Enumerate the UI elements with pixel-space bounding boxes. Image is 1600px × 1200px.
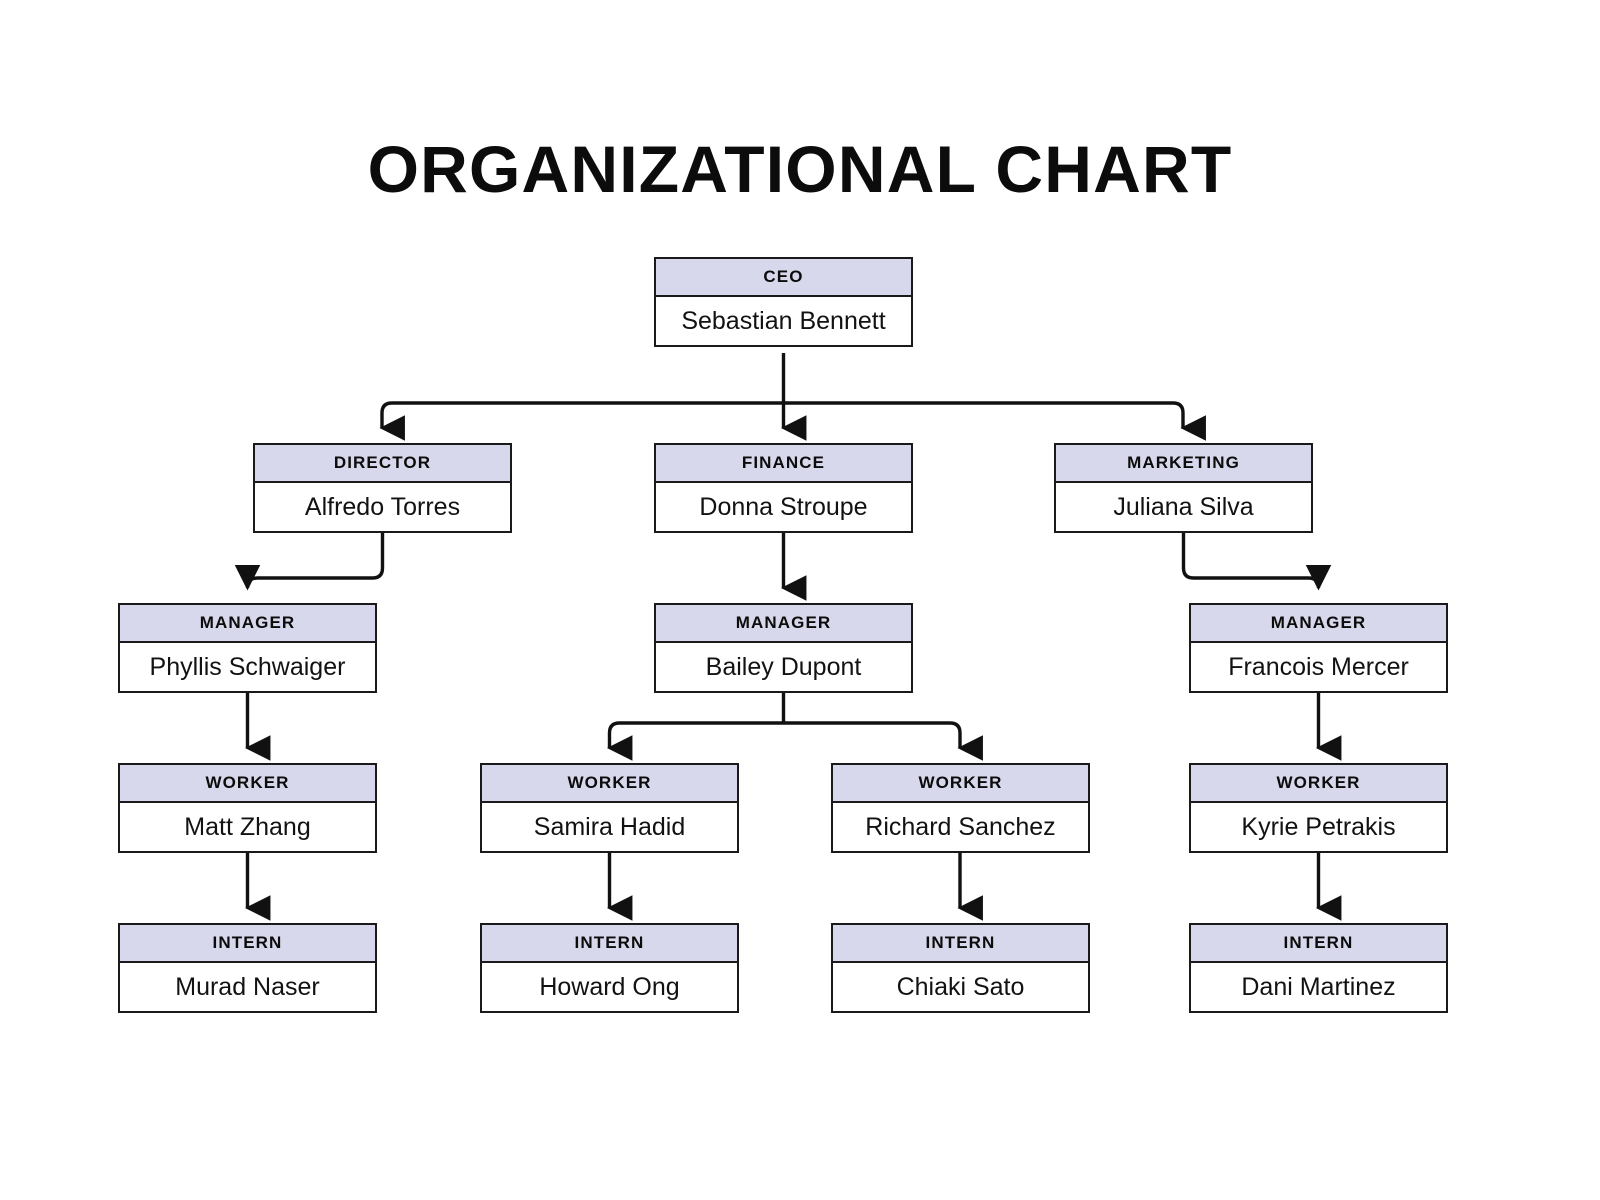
- edge-manager-center-to-worker-3: [783, 721, 983, 761]
- node-intern-2[interactable]: INTERN Howard Ong: [480, 923, 739, 1013]
- node-worker-2-name: Samira Hadid: [482, 803, 737, 851]
- node-intern-2-role: INTERN: [482, 925, 737, 963]
- edge-ceo-to-director: [379, 401, 784, 441]
- node-ceo[interactable]: CEO Sebastian Bennett: [654, 257, 913, 347]
- node-worker-3-name: Richard Sanchez: [833, 803, 1088, 851]
- node-marketing-name: Juliana Silva: [1056, 483, 1311, 531]
- edge-manager-center-to-worker-2: [606, 721, 784, 761]
- node-intern-4-role: INTERN: [1191, 925, 1446, 963]
- node-director[interactable]: DIRECTOR Alfredo Torres: [253, 443, 512, 533]
- node-worker-4-name: Kyrie Petrakis: [1191, 803, 1446, 851]
- node-finance[interactable]: FINANCE Donna Stroupe: [654, 443, 913, 533]
- node-marketing[interactable]: MARKETING Juliana Silva: [1054, 443, 1313, 533]
- node-worker-3[interactable]: WORKER Richard Sanchez: [831, 763, 1090, 853]
- node-worker-4-role: WORKER: [1191, 765, 1446, 803]
- node-intern-2-name: Howard Ong: [482, 963, 737, 1011]
- node-intern-1-role: INTERN: [120, 925, 375, 963]
- node-intern-3-name: Chiaki Sato: [833, 963, 1088, 1011]
- node-intern-1-name: Murad Naser: [120, 963, 375, 1011]
- node-manager-left[interactable]: MANAGER Phyllis Schwaiger: [118, 603, 377, 693]
- node-manager-right-role: MANAGER: [1191, 605, 1446, 643]
- node-marketing-role: MARKETING: [1056, 445, 1311, 483]
- edge-ceo-to-marketing: [783, 401, 1206, 441]
- node-manager-center-name: Bailey Dupont: [656, 643, 911, 691]
- edge-marketing-to-manager-right: [1181, 533, 1342, 601]
- node-intern-1[interactable]: INTERN Murad Naser: [118, 923, 377, 1013]
- node-director-name: Alfredo Torres: [255, 483, 510, 531]
- node-finance-role: FINANCE: [656, 445, 911, 483]
- node-worker-4[interactable]: WORKER Kyrie Petrakis: [1189, 763, 1448, 853]
- node-worker-1-name: Matt Zhang: [120, 803, 375, 851]
- node-intern-3[interactable]: INTERN Chiaki Sato: [831, 923, 1090, 1013]
- node-director-role: DIRECTOR: [255, 445, 510, 483]
- node-worker-2-role: WORKER: [482, 765, 737, 803]
- node-manager-left-name: Phyllis Schwaiger: [120, 643, 375, 691]
- node-ceo-name: Sebastian Bennett: [656, 297, 911, 345]
- node-intern-4-name: Dani Martinez: [1191, 963, 1446, 1011]
- node-worker-2[interactable]: WORKER Samira Hadid: [480, 763, 739, 853]
- node-manager-center[interactable]: MANAGER Bailey Dupont: [654, 603, 913, 693]
- page-title: ORGANIZATIONAL CHART: [367, 132, 1233, 206]
- node-manager-left-role: MANAGER: [120, 605, 375, 643]
- node-manager-right[interactable]: MANAGER Francois Mercer: [1189, 603, 1448, 693]
- node-intern-4[interactable]: INTERN Dani Martinez: [1189, 923, 1448, 1013]
- node-ceo-role: CEO: [656, 259, 911, 297]
- node-finance-name: Donna Stroupe: [656, 483, 911, 531]
- node-manager-center-role: MANAGER: [656, 605, 911, 643]
- node-worker-1-role: WORKER: [120, 765, 375, 803]
- node-worker-3-role: WORKER: [833, 765, 1088, 803]
- node-intern-3-role: INTERN: [833, 925, 1088, 963]
- edge-director-to-manager-left: [244, 533, 385, 601]
- node-worker-1[interactable]: WORKER Matt Zhang: [118, 763, 377, 853]
- node-manager-right-name: Francois Mercer: [1191, 643, 1446, 691]
